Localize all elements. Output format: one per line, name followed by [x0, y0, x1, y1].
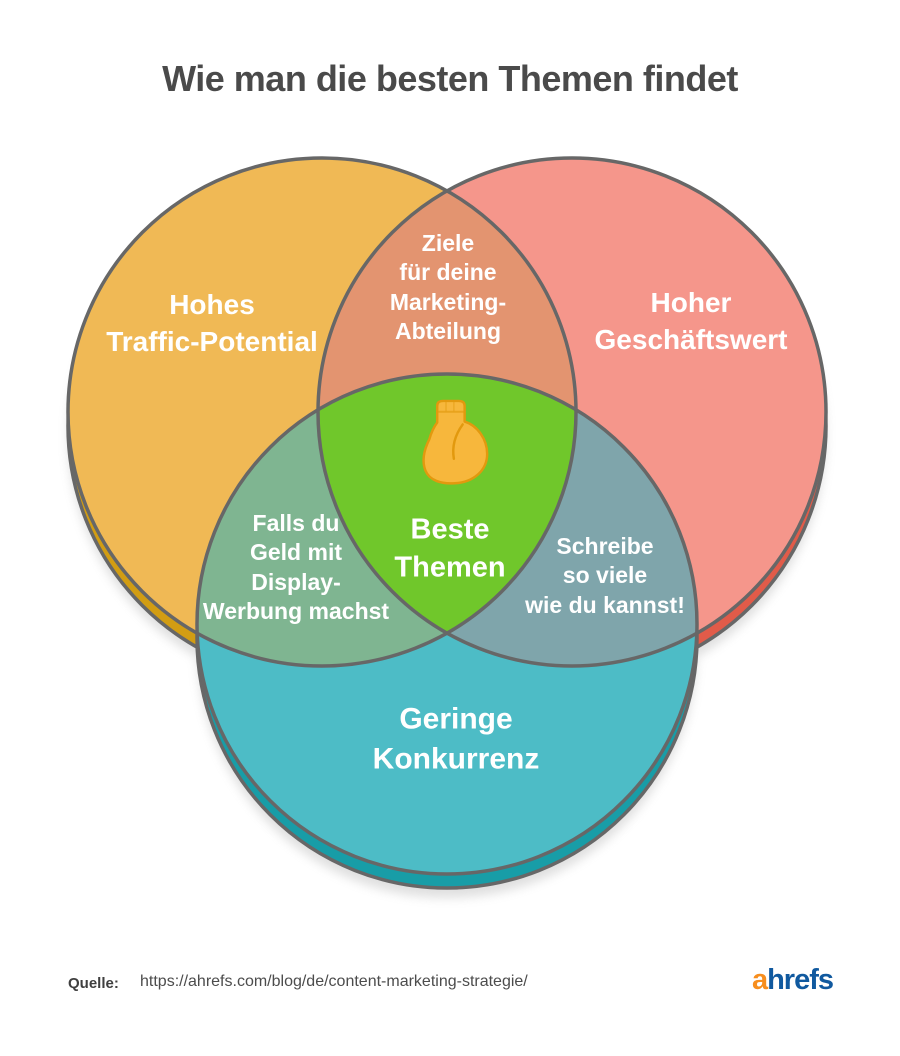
ahrefs-logo: ahrefs [751, 964, 834, 997]
venn-diagram [66, 156, 828, 898]
write-many-label: Schreibe so viele wie du kannst! [525, 532, 685, 618]
ahrefs-logo-rest: hrefs [767, 964, 834, 996]
circle-outlines [66, 156, 828, 876]
source-label: Quelle: [68, 975, 119, 992]
best-topics-label: Beste Themen [394, 513, 506, 584]
low-competition-label: Geringe Konkurrenz [372, 702, 540, 775]
source-url: https://ahrefs.com/blog/de/content-marke… [140, 973, 528, 990]
traffic-potential-label: Hohes Traffic-Potential [106, 289, 318, 357]
business-value-label: Hoher Geschäftswert [594, 287, 788, 355]
ahrefs-logo-a: a [751, 964, 768, 996]
marketing-goals-label: Ziele für deine Marketing- Abteilung [389, 230, 507, 345]
flexed-biceps-icon [422, 399, 489, 485]
page-title: Wie man die besten Themen findet [162, 58, 738, 99]
display-ads-label: Falls du Geld mit Display- Werbung machs… [202, 510, 390, 625]
